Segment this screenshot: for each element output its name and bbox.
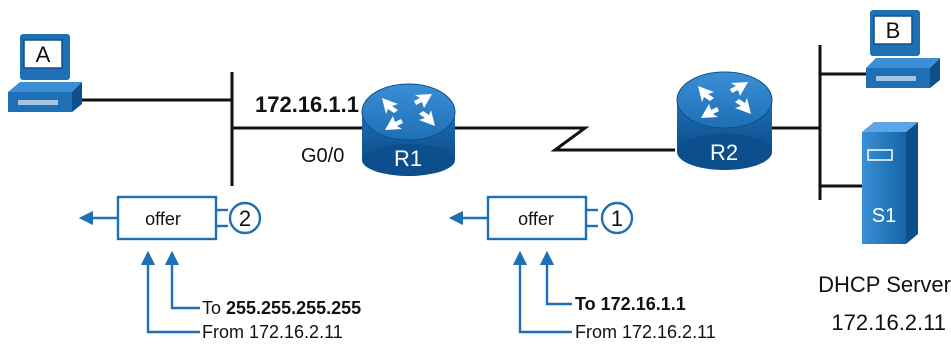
step-2-number: 2 — [239, 206, 251, 231]
router-arrows-icon — [382, 94, 435, 130]
server-caption-ip: 172.16.2.11 — [831, 310, 946, 335]
from-address: 172.16.2.11 — [622, 322, 716, 342]
router-r2: R2 — [676, 71, 773, 170]
to-address: 172.16.1.1 — [601, 294, 686, 314]
message-2-to: To 255.255.255.255 — [202, 298, 361, 318]
packet-icon — [116, 195, 218, 241]
message-1-to: To 172.16.1.1 — [575, 294, 686, 314]
message-1-label: offer — [518, 209, 554, 229]
server-icon — [862, 132, 906, 244]
arrow-up-icon — [512, 250, 572, 334]
server-label: S1 — [872, 205, 896, 227]
from-address: 172.16.2.11 — [249, 322, 343, 342]
r1-interface-label: G0/0 — [301, 145, 344, 167]
host-b-computer: B — [866, 10, 940, 88]
step-badge — [600, 201, 634, 235]
to-address: 255.255.255.255 — [226, 298, 361, 318]
network-links — [82, 45, 868, 200]
arrow-up-icon — [140, 250, 200, 334]
message-offer-2: offer 2 To 255.255.255.255 From 172.16.2… — [78, 195, 361, 342]
router-r1-label: R1 — [394, 146, 422, 171]
router-r2-label: R2 — [710, 140, 738, 165]
host-a-label: A — [36, 42, 51, 67]
message-2-label: offer — [145, 209, 181, 229]
packet-icon — [486, 195, 588, 241]
message-2-from: From 172.16.2.11 — [202, 322, 343, 342]
host-a-computer: A — [8, 34, 82, 112]
from-prefix: From — [202, 322, 249, 342]
r1-ip-label: 172.16.1.1 — [255, 92, 359, 117]
step-1-number: 1 — [611, 206, 623, 231]
message-offer-1: offer 1 To 172.16.1.1 From 172.16.2.11 — [448, 195, 716, 342]
message-1-from: From 172.16.2.11 — [575, 322, 716, 342]
to-prefix: To — [575, 294, 601, 314]
router-arrows-icon — [698, 82, 751, 118]
host-b-label: B — [886, 18, 901, 43]
server-caption-name: DHCP Server — [818, 272, 951, 297]
to-prefix: To — [202, 298, 226, 318]
arrow-up-icon — [164, 250, 200, 310]
wan-serial-link — [455, 126, 675, 152]
step-badge — [228, 201, 262, 235]
from-prefix: From — [575, 322, 622, 342]
router-r1: R1 — [361, 83, 456, 176]
arrow-up-icon — [539, 250, 572, 306]
dhcp-server: S1 — [862, 122, 918, 244]
